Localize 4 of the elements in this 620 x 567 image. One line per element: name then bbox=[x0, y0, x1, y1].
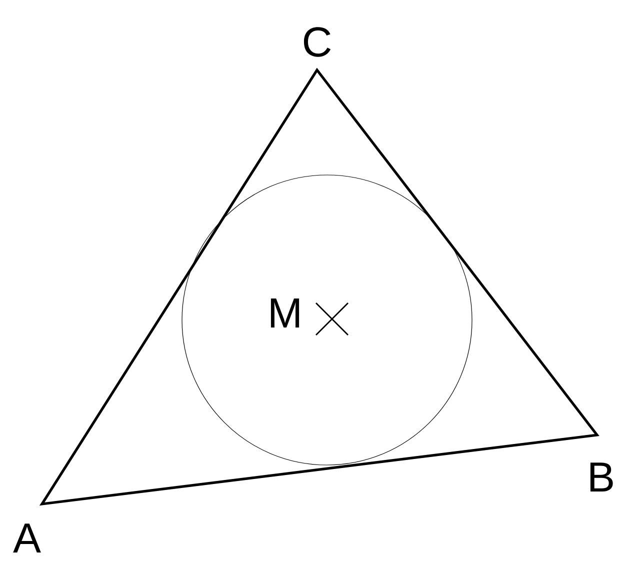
point-label: A bbox=[13, 524, 41, 552]
point-label: M bbox=[270, 298, 300, 328]
point-label: C bbox=[304, 27, 331, 57]
point-label: B bbox=[590, 462, 613, 492]
